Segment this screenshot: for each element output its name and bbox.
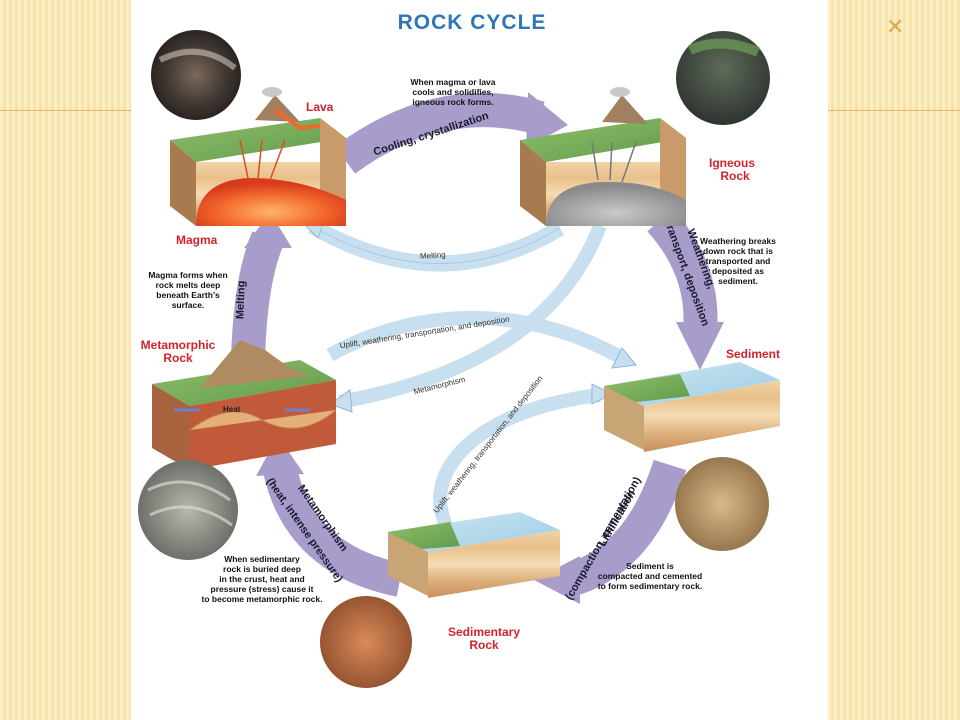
svg-text:igneous rock forms.: igneous rock forms. (412, 97, 493, 107)
melting-thin-label: Melting (420, 250, 446, 260)
sediment-label: Sediment (726, 347, 780, 361)
lithification-arrowhead (534, 556, 580, 604)
svg-text:Magma forms when: Magma forms when (148, 270, 227, 280)
igneous-label-1: Igneous (709, 156, 755, 170)
svg-text:surface.: surface. (172, 300, 205, 310)
svg-text:Weathering breaks: Weathering breaks (700, 236, 776, 246)
lava-label: Lava (306, 100, 334, 114)
uplift-top-arrow (326, 310, 629, 367)
lava-photo (151, 30, 241, 120)
metamorphic-photo (138, 460, 238, 560)
weathering-arrowhead (676, 322, 724, 370)
sedimentary-label-2: Rock (469, 638, 499, 652)
metamorphism-thin-arrow (338, 223, 607, 409)
uplift-inner-arrow (433, 388, 601, 545)
weathering-arrow (647, 208, 718, 332)
melting-label: Melting (234, 280, 247, 319)
metamorphic-label-1: Metamorphic (141, 338, 216, 352)
weathering-caption: Weathering breaks down rock that is tran… (700, 236, 776, 286)
svg-text:to form sedimentary rock.: to form sedimentary rock. (598, 581, 702, 591)
svg-text:in the crust, heat and: in the crust, heat and (219, 574, 305, 584)
diagram-title: ROCK CYCLE (398, 11, 547, 34)
svg-text:When sedimentary: When sedimentary (224, 554, 300, 564)
svg-text:When magma or lava: When magma or lava (410, 77, 495, 87)
magma-caption: Magma forms when rock melts deep beneath… (148, 270, 227, 310)
lithification-arrow (564, 459, 687, 597)
svg-text:down rock that is: down rock that is (703, 246, 773, 256)
igneous-label-2: Rock (720, 169, 750, 183)
melting-arrowhead (244, 212, 292, 248)
svg-text:Sediment is: Sediment is (626, 561, 674, 571)
sedimentary-block (388, 512, 560, 598)
svg-text:cools and solidifies,: cools and solidifies, (412, 87, 493, 97)
metamorphism-arrow (263, 465, 404, 597)
svg-text:deposited as: deposited as (712, 266, 764, 276)
svg-text:rock melts deep: rock melts deep (156, 280, 221, 290)
igneous-photo (676, 31, 770, 125)
sedimentary-label-1: Sedimentary (448, 625, 520, 639)
sediment-block (604, 362, 780, 452)
cooling-arrow (334, 93, 545, 174)
svg-text:transported and: transported and (706, 256, 771, 266)
magma-block (170, 87, 346, 226)
igneous-block (520, 87, 686, 226)
metamorphic-label-2: Rock (163, 351, 193, 365)
svg-text:sediment.: sediment. (718, 276, 758, 286)
svg-text:compacted and cemented: compacted and cemented (598, 571, 702, 581)
sand-photo (675, 457, 769, 551)
svg-text:beneath Earth's: beneath Earth's (156, 290, 220, 300)
metamorphic-caption: When sedimentary rock is buried deep in … (202, 554, 323, 604)
metamorphic-block: Heat (152, 340, 337, 470)
melting-arrow (231, 231, 284, 361)
svg-text:to become metamorphic rock.: to become metamorphic rock. (202, 594, 323, 604)
uplift-inner-label: Uplift, weathering, transportation, and … (432, 374, 545, 515)
magma-label: Magma (176, 233, 218, 247)
metamorphism-arrowhead (256, 436, 304, 476)
igneous-caption: When magma or lava cools and solidifies,… (410, 77, 495, 107)
canyon-photo (320, 596, 412, 688)
decorative-line-left (0, 110, 131, 111)
heat-label: Heat (223, 405, 241, 414)
slide-marker-icon: ✕ (886, 14, 906, 39)
lithification-caption: Sediment is compacted and cemented to fo… (598, 561, 702, 591)
decorative-line-right (828, 110, 960, 111)
svg-text:rock is buried deep: rock is buried deep (223, 564, 301, 574)
svg-text:pressure (stress) cause it: pressure (stress) cause it (211, 584, 314, 594)
cooling-arrowhead (526, 92, 568, 148)
